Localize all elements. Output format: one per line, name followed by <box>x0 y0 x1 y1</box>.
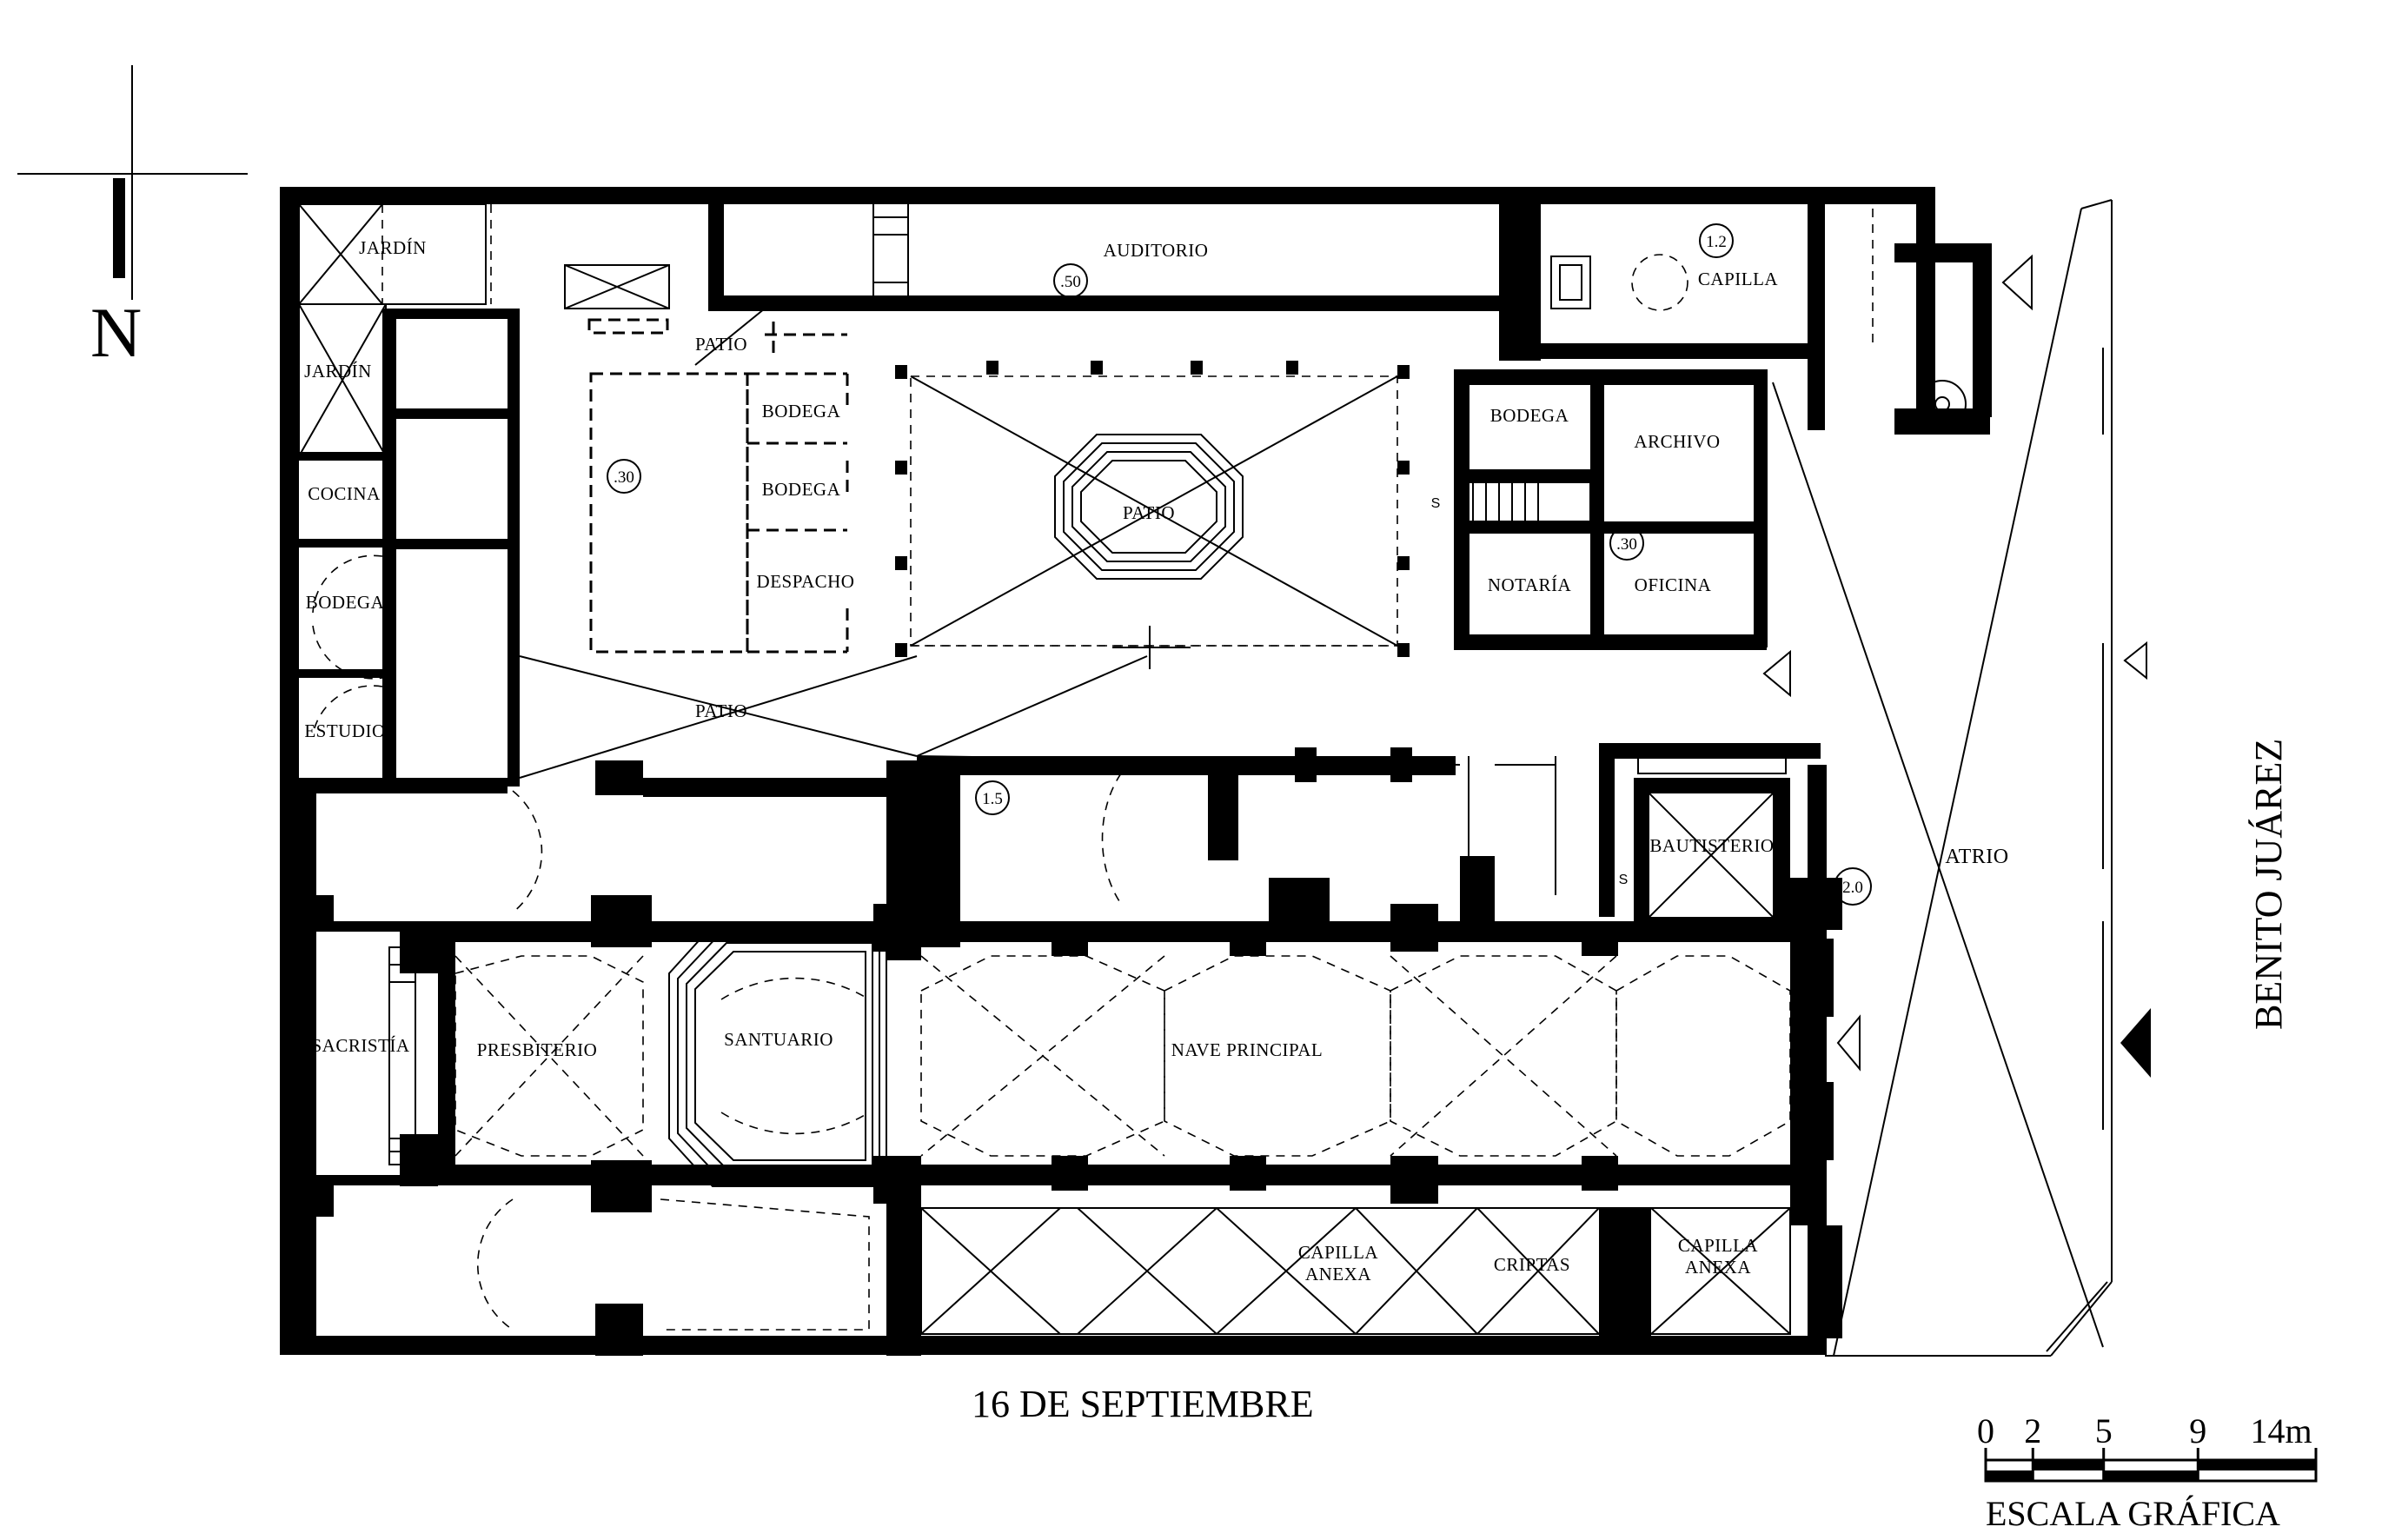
label-notaria: NOTARÍA <box>1488 574 1572 595</box>
level-patio-small: .30 <box>614 468 634 487</box>
label-capilla: CAPILLA <box>1698 269 1779 289</box>
label-capilla-anexa-2-line2: ANEXA <box>1685 1257 1751 1278</box>
label-bodega-2: BODEGA <box>762 401 841 422</box>
scale-segment <box>1986 1470 2033 1481</box>
scale-segment <box>2103 1470 2199 1481</box>
capilla-block <box>1512 204 2033 435</box>
street-south: 16 DE SEPTIEMBRE <box>972 1383 1314 1425</box>
stair-mark-notaria: S <box>1431 496 1441 511</box>
scale-segment <box>2033 1460 2104 1470</box>
label-atrio: ATRIO <box>1945 846 2008 868</box>
office-block <box>587 308 849 654</box>
nave-vaults <box>454 925 1791 1187</box>
label-patio-main: PATIO <box>1123 502 1175 523</box>
label-presbiterio: PRESBITERIO <box>477 1039 598 1060</box>
level-entrance: 2.0 <box>1842 879 1863 897</box>
scale-caption: ESCALA GRÁFICA <box>1986 1494 2280 1533</box>
stair-marks: S S S <box>1431 399 1931 887</box>
main-patio <box>895 361 1410 669</box>
label-jardin-2: JARDÍN <box>304 361 372 382</box>
room-labels: JARDÍN JARDÍN COCINA BODEGA ESTUDIO PATI… <box>304 237 2008 1284</box>
stair-mark-bautisterio: S <box>1619 873 1629 887</box>
label-oficina: OFICINA <box>1635 574 1712 595</box>
label-despacho: DESPACHO <box>757 571 855 592</box>
atrio <box>1762 199 2151 1357</box>
label-sacristia: SACRISTÍA <box>311 1035 409 1056</box>
north-arrow: N <box>17 65 248 372</box>
label-capilla-anexa-1-line2: ANEXA <box>1305 1264 1371 1284</box>
level-capilla: 1.2 <box>1706 233 1727 251</box>
sacristia-block <box>316 895 416 1217</box>
label-cocina: COCINA <box>308 483 381 504</box>
scale-tick-label: 5 <box>2095 1411 2113 1450</box>
level-chapel-north: 1.5 <box>982 790 1003 808</box>
label-estudio: ESTUDIO <box>304 720 385 741</box>
scale-segments <box>1986 1460 2316 1481</box>
auditorio-block <box>708 201 1499 311</box>
north-letter: N <box>90 293 142 372</box>
stair-mark-capilla: S <box>1921 399 1931 414</box>
label-nave-principal: NAVE PRINCIPAL <box>1171 1039 1323 1060</box>
label-bodega-3: BODEGA <box>762 479 841 500</box>
scale-tick-label: 0 <box>1977 1411 1994 1450</box>
label-bodega-4: BODEGA <box>1490 405 1569 426</box>
level-auditorio: .50 <box>1060 273 1081 291</box>
outer-walls <box>280 187 1935 1355</box>
label-bodega-1: BODEGA <box>306 592 385 613</box>
church-walls <box>299 760 1842 1356</box>
label-patio-small: PATIO <box>695 334 747 355</box>
label-patio-lower: PATIO <box>695 700 747 721</box>
scale-segment <box>2198 1460 2316 1470</box>
scale-tick-label: 2 <box>2024 1411 2041 1450</box>
scale-tick-label: 14m <box>2250 1411 2312 1450</box>
street-east: BENITO JUÁREZ <box>2247 739 2290 1030</box>
scale-tick-label: 9 <box>2189 1411 2206 1450</box>
label-santuario: SANTUARIO <box>724 1029 833 1050</box>
north-chapel <box>917 747 1556 947</box>
level-oficina: .30 <box>1616 535 1637 554</box>
service-wing <box>298 203 670 793</box>
east-offices <box>1454 369 1768 650</box>
label-capilla-anexa-1-line1: CAPILLA <box>1298 1242 1379 1263</box>
south-chapels <box>477 790 1791 1338</box>
label-criptas: CRIPTAS <box>1494 1254 1570 1275</box>
label-auditorio: AUDITORIO <box>1104 240 1209 261</box>
label-jardin-1: JARDÍN <box>359 237 427 258</box>
label-capilla-anexa-2-line1: CAPILLA <box>1678 1235 1759 1256</box>
label-bautisterio: BAUTISTERIO <box>1649 835 1774 856</box>
level-markers: .50 1.2 .30 .30 1.5 2.0 <box>607 223 1872 906</box>
label-archivo: ARCHIVO <box>1634 431 1720 452</box>
